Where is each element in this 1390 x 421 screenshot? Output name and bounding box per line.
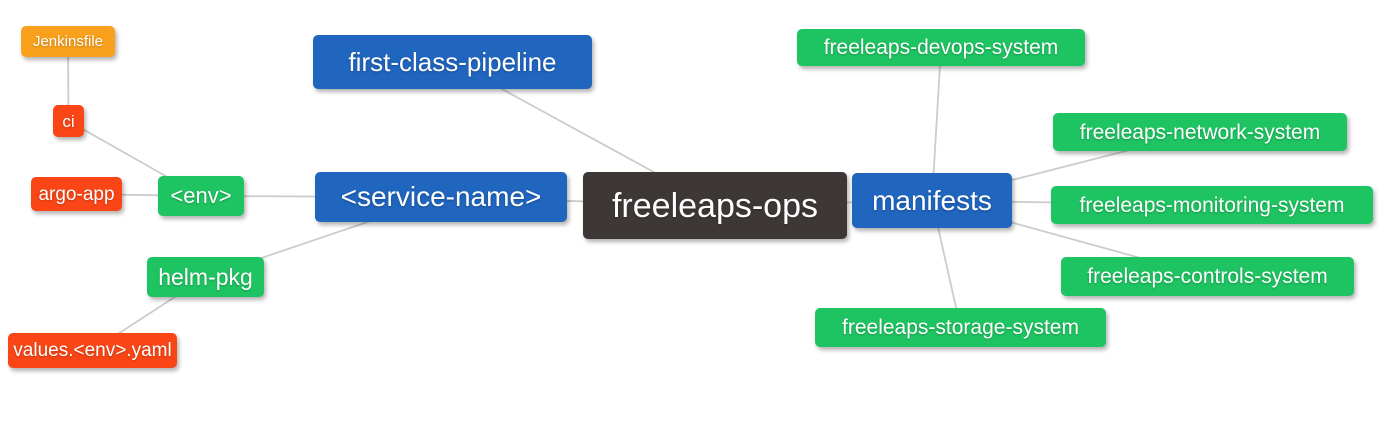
node-label-values-env-yaml: values.<env>.yaml <box>13 340 172 361</box>
node-label-freeleaps-network-system: freeleaps-network-system <box>1079 120 1321 144</box>
node-label-freeleaps-devops-system: freeleaps-devops-system <box>823 36 1059 59</box>
node-label-freeleaps-storage-system: freeleaps-storage-system <box>842 316 1079 339</box>
node-label-freeleaps-ops: freeleaps-ops <box>611 186 818 225</box>
node-label-helm-pkg: helm-pkg <box>158 263 253 290</box>
node-freeleaps-controls-system[interactable]: freeleaps-controls-system <box>1061 257 1354 296</box>
node-freeleaps-ops[interactable]: freeleaps-ops <box>583 172 847 239</box>
node-freeleaps-storage-system[interactable]: freeleaps-storage-system <box>815 308 1106 347</box>
node-label-env: <env> <box>170 183 232 208</box>
node-env[interactable]: <env> <box>158 176 244 216</box>
node-values-env-yaml[interactable]: values.<env>.yaml <box>8 333 177 368</box>
node-ci[interactable]: ci <box>53 105 84 137</box>
node-freeleaps-network-system[interactable]: freeleaps-network-system <box>1053 113 1347 151</box>
node-label-jenkinsfile: Jenkinsfile <box>32 33 104 50</box>
node-service-name[interactable]: <service-name> <box>315 172 567 222</box>
node-label-service-name: <service-name> <box>340 181 542 212</box>
node-argo-app[interactable]: argo-app <box>31 177 122 211</box>
node-jenkinsfile[interactable]: Jenkinsfile <box>21 26 115 57</box>
node-label-freeleaps-monitoring-system: freeleaps-monitoring-system <box>1079 193 1345 217</box>
node-label-first-class-pipeline: first-class-pipeline <box>348 47 557 77</box>
node-helm-pkg[interactable]: helm-pkg <box>147 257 264 297</box>
node-freeleaps-devops-system[interactable]: freeleaps-devops-system <box>797 29 1085 66</box>
node-label-argo-app: argo-app <box>38 183 115 205</box>
node-label-freeleaps-controls-system: freeleaps-controls-system <box>1087 265 1328 288</box>
node-first-class-pipeline[interactable]: first-class-pipeline <box>313 35 592 89</box>
node-label-manifests: manifests <box>872 184 992 216</box>
node-manifests[interactable]: manifests <box>852 173 1012 228</box>
node-label-ci: ci <box>62 111 75 131</box>
node-freeleaps-monitoring-system[interactable]: freeleaps-monitoring-system <box>1051 186 1373 224</box>
